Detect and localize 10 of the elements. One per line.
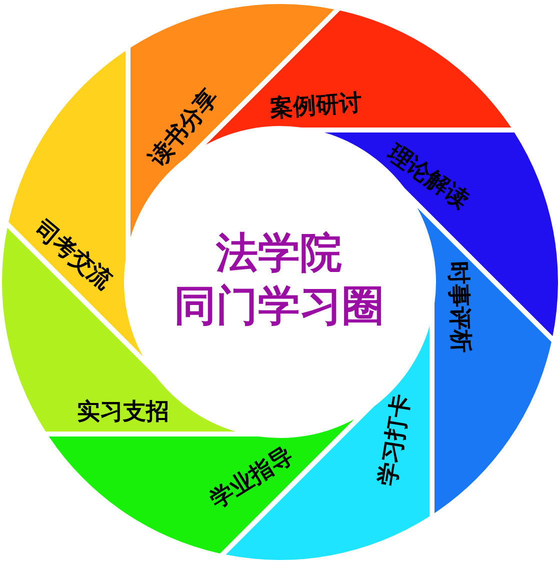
segment-label: 理论解读: [382, 140, 474, 214]
segment-label: 时事评析: [444, 260, 474, 354]
segment-label: 学习打卡: [374, 392, 416, 488]
segment-label: 实习支招: [77, 399, 169, 425]
center-title: 法学院: [216, 227, 342, 279]
center-title: 同门学习圈: [174, 280, 384, 332]
segment-label: 学业指导: [206, 442, 298, 514]
segment-label: 读书分享: [144, 84, 224, 172]
segment-label: 司考交流: [29, 215, 117, 295]
segment-label: 案例研讨: [269, 90, 363, 122]
